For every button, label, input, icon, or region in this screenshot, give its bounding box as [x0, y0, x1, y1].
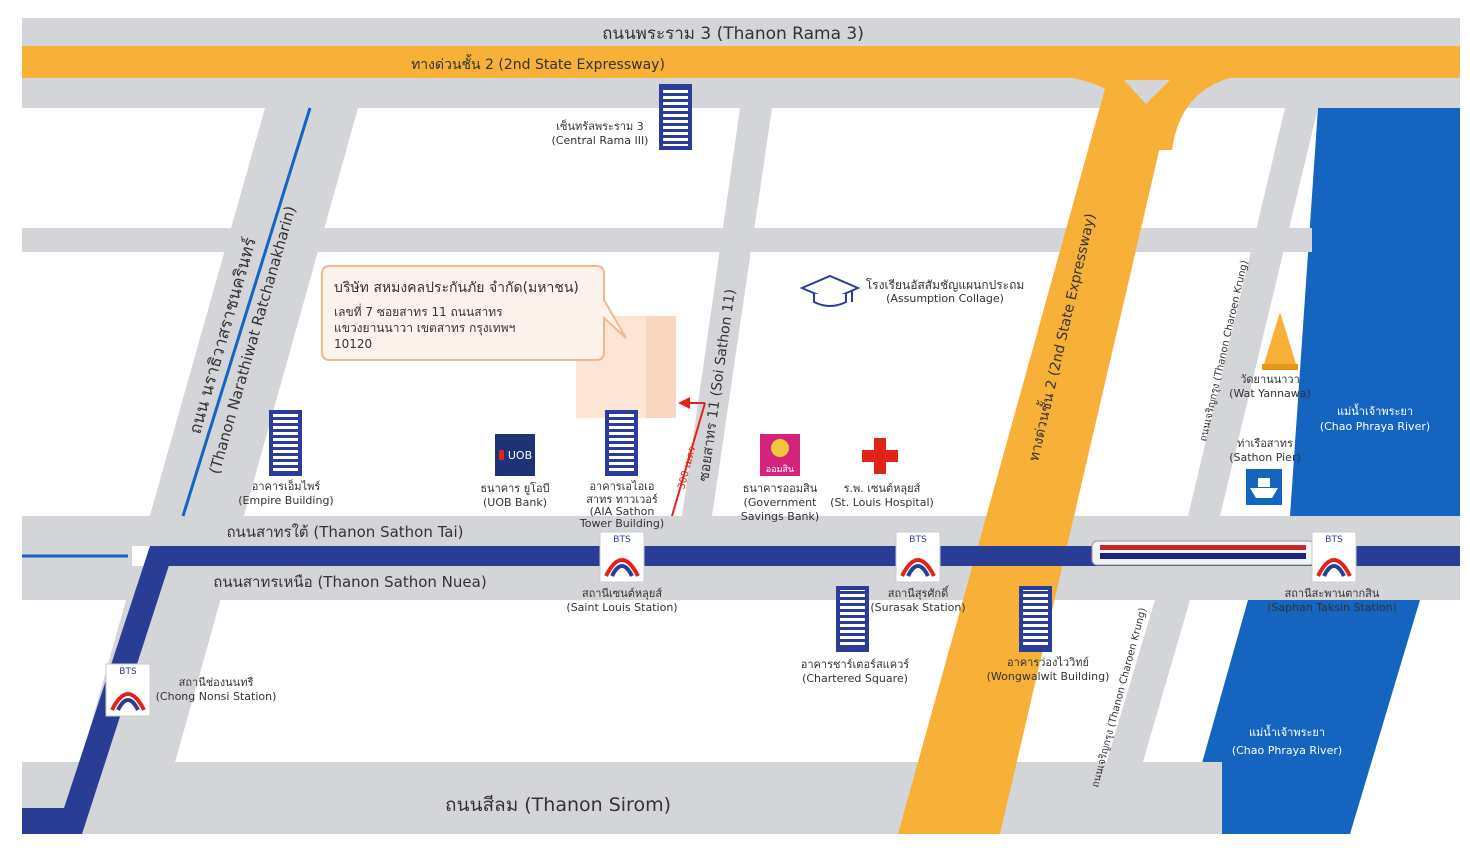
river1-en: (Chao Phraya River): [1320, 420, 1430, 433]
sathon-tai-label: ถนนสาทรใต้ (Thanon Sathon Tai): [226, 523, 463, 541]
expressway-h-label: ทางด่วนชั้น 2 (2nd State Expressway): [411, 54, 665, 73]
svg-text:BTS: BTS: [119, 667, 137, 677]
aia-th-1: อาคารเอไอเอ: [589, 480, 654, 493]
chongnonsi-th: สถานีช่องนนทรี: [179, 676, 254, 689]
svg-text:BTS: BTS: [1325, 535, 1343, 545]
surasak-th: สถานีสุรศักดิ์: [888, 585, 950, 600]
taksin-th: สถานีสะพานตากสิน: [1285, 587, 1380, 600]
empire-th: อาคารเอ็มไพร์: [252, 479, 321, 493]
expressway-vertical: [898, 78, 1176, 834]
svg-text:UOB: UOB: [508, 449, 532, 462]
aia-en-2: Tower Building): [579, 517, 664, 530]
building-icon-empire: [269, 410, 302, 476]
company-name: บริษัท สหมงคลประกันภัย จำกัด(มหาชน): [334, 280, 579, 296]
expressway-ramp: [1072, 78, 1230, 150]
building-icon-aia: [605, 410, 638, 476]
sirom-road: [22, 762, 1222, 834]
stlouis-en: (St. Louis Hospital): [830, 496, 934, 509]
svg-text:ออมสิน: ออมสิน: [766, 464, 794, 475]
wongwalwit-th: อาคารว่องไววิทย์: [1007, 656, 1089, 669]
uob-en: (UOB Bank): [483, 496, 547, 509]
river1-th: แม่น้ำเจ้าพระยา: [1337, 403, 1413, 418]
building-icon-central: [659, 84, 692, 150]
soi-sathon-11-road: [682, 108, 772, 516]
temple-icon: [1262, 312, 1298, 370]
saintlouis-en: (Saint Louis Station): [566, 601, 677, 614]
chao-phraya-river-lower: [1182, 600, 1420, 834]
pier-en: (Sathon Pier): [1229, 451, 1301, 464]
company-address-1: เลขที่ 7 ซอยสาทร 11 ถนนสาทร: [334, 303, 503, 319]
saintlouis-th: สถานีเซนต์หลุยส์: [582, 587, 662, 600]
gsb-th: ธนาคารออมสิน: [743, 482, 818, 495]
graduation-cap-icon: [799, 274, 861, 307]
assumption-en: (Assumption Collage): [886, 292, 1004, 305]
building-icon-wongwalwit: [1019, 586, 1052, 652]
building-icon-chartered: [836, 586, 869, 652]
chao-phraya-river: [1290, 108, 1460, 516]
empire-en: (Empire Building): [238, 494, 333, 507]
aia-en-1: (AIA Sathon: [590, 505, 655, 518]
wat-en: (Wat Yannawa): [1229, 387, 1311, 400]
rama3-label: ถนนพระราม 3 (Thanon Rama 3): [602, 24, 864, 44]
sathon-nuea-label: ถนนสาทรเหนือ (Thanon Sathon Nuea): [213, 573, 486, 591]
gsb-logo-icon: ออมสิน: [760, 434, 800, 476]
company-address-3: 10120: [334, 337, 372, 351]
bts-station-icon-chongnonsi: BTS: [105, 663, 151, 717]
uob-th: ธนาคาร ยูโอบี: [480, 481, 549, 495]
taksin-en: (Saphan Taksin Station): [1267, 601, 1397, 614]
hospital-cross-icon: [862, 438, 898, 474]
svg-text:BTS: BTS: [613, 535, 631, 545]
bts-train: [1091, 540, 1315, 566]
bts-station-icon-saintlouis: BTS: [599, 531, 645, 583]
gsb-en-1: (Government: [744, 496, 818, 509]
expressway-horizontal: [22, 46, 1460, 78]
river2-en: (Chao Phraya River): [1232, 744, 1342, 757]
wongwalwit-en: (Wongwalwit Building): [987, 670, 1110, 683]
sirom-label: ถนนสีลม (Thanon Sirom): [445, 794, 671, 816]
wat-th: วัดยานนาวา: [1240, 373, 1300, 386]
chongnonsi-en: (Chong Nonsi Station): [156, 690, 277, 703]
central-th: เซ็นทรัลพระราม 3: [556, 119, 644, 133]
aia-th-2: สาทร ทาวเวอร์: [586, 493, 658, 506]
bts-line: [22, 546, 1460, 834]
sathon-nuea-road: [22, 566, 1460, 600]
boat-pier-icon: [1244, 467, 1284, 507]
chartered-en: (Chartered Square): [802, 672, 908, 685]
expressway-ramp-gap: [1124, 80, 1170, 104]
company-callout: บริษัท สหมงคลประกันภัย จำกัด(มหาชน) เลขท…: [321, 265, 676, 418]
stlouis-th: ร.พ. เซนต์หลุยส์: [844, 482, 921, 495]
chartered-th: อาคารชาร์เตอร์สแควร์: [801, 658, 910, 671]
surasak-en: (Surasak Station): [870, 601, 965, 614]
uob-logo-icon: UOB: [495, 434, 535, 476]
narathiwat-blue-line: [181, 107, 312, 517]
expressway: [22, 46, 1460, 834]
bts-station-icon-taksin: BTS: [1311, 531, 1357, 583]
river2-th: แม่น้ำเจ้าพระยา: [1249, 724, 1325, 739]
central-en: (Central Rama III): [552, 134, 649, 147]
gsb-en-2: Savings Bank): [741, 510, 819, 523]
charoen-krung-road-upper: [1188, 108, 1318, 516]
bts-station-icon-surasak: BTS: [895, 531, 941, 583]
charoen-krung-road-lower: [1085, 600, 1190, 834]
company-address-2: แขวงยานนาวา เขตสาทร กรุงเทพฯ: [334, 321, 515, 336]
assumption-th: โรงเรียนอัสสัมชัญแผนกประถม: [866, 278, 1025, 292]
svg-text:BTS: BTS: [909, 535, 927, 545]
pier-th: ท่าเรือสาทร: [1237, 437, 1293, 450]
